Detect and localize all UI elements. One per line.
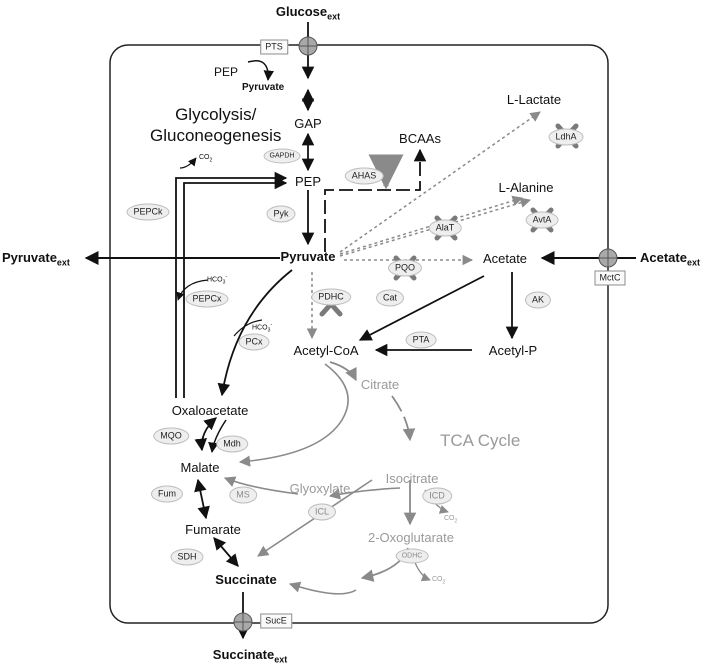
pyruvate-ext-label: Pyruvateext [2,250,70,268]
enzyme-pcx: PCx [238,333,270,351]
co2-label: CO2 [444,515,458,525]
enzyme-pqo: PQO [387,259,423,277]
enzyme-mqo: MQO [153,427,189,445]
bcaas-label: BCAAs [399,131,441,146]
enzyme-pepcx: PEPCx [185,290,229,308]
isocitrate-label: Isocitrate [385,471,439,486]
succinate-ext-label: Succinateext [212,647,288,665]
glycolysis-title: Glycolysis/Gluconeogenesis [150,105,282,146]
hco3-label: HCO3- [207,274,228,286]
enzyme-sdh: SDH [170,548,204,566]
succinate-label: Succinate [215,572,277,587]
mctc-box: MctC [594,270,626,286]
enzyme-gapdh: GAPDH [263,148,301,164]
cell-membrane [109,44,609,624]
acetyl-coa-label: Acetyl-CoA [293,343,359,358]
enzyme-cat: Cat [375,289,405,307]
enzyme-fum: Fum [151,485,183,503]
fumarate-label: Fumarate [185,522,241,537]
acetyl-p-label: Acetyl-P [488,343,538,358]
pts-transporter-icon [298,36,318,56]
tca-cycle-title: TCA Cycle [440,431,521,450]
acetate-label: Acetate [482,251,528,266]
alanine-label: L-Alanine [498,180,554,195]
pyruvate-top-label: Pyruvate [242,82,285,93]
glyoxylate-label: Glyoxylate [289,481,351,496]
enzyme-icl: ICL [307,503,337,521]
enzyme-pta: PTA [405,331,437,349]
hco3-label: HCO3- [252,322,273,334]
glucose-ext-label: Glucoseext [275,4,341,22]
oxoglutarate-label: 2-Oxoglutarate [368,530,454,545]
enzyme-alat: AlaT [428,219,462,237]
co2-label: CO2 [199,154,213,164]
enzyme-pepck: PEPCk [126,203,170,221]
malate-label: Malate [180,460,220,475]
acetate-ext-label: Acetateext [640,250,700,268]
pep-top-label: PEP [214,65,239,79]
mctc-transporter-icon [598,248,618,268]
enzyme-icd: ICD [422,487,452,505]
enzyme-ak: AK [524,291,552,309]
enzyme-ldha: LdhA [548,128,584,146]
oxaloacetate-label: Oxaloacetate [171,403,249,418]
enzyme-avta: AvtA [525,211,559,229]
suce-transporter-icon [233,612,253,632]
pyruvate-label: Pyruvate [280,249,336,264]
gap-label: GAP [294,116,322,131]
citrate-label: Citrate [360,377,400,392]
enzyme-pdhc: PDHC [311,288,351,306]
pep-label: PEP [294,174,322,189]
enzyme-ms: MS [229,486,257,504]
co2-label: CO2 [432,576,446,586]
pts-box: PTS [260,39,288,55]
enzyme-pyk: Pyk [266,205,296,223]
enzyme-ahas: AHAS [344,167,384,185]
enzyme-odhc: ODHC [395,548,429,564]
enzyme-mdh: Mdh [216,435,248,453]
lactate-label: L-Lactate [506,92,562,107]
suce-box: SucE [260,613,292,629]
